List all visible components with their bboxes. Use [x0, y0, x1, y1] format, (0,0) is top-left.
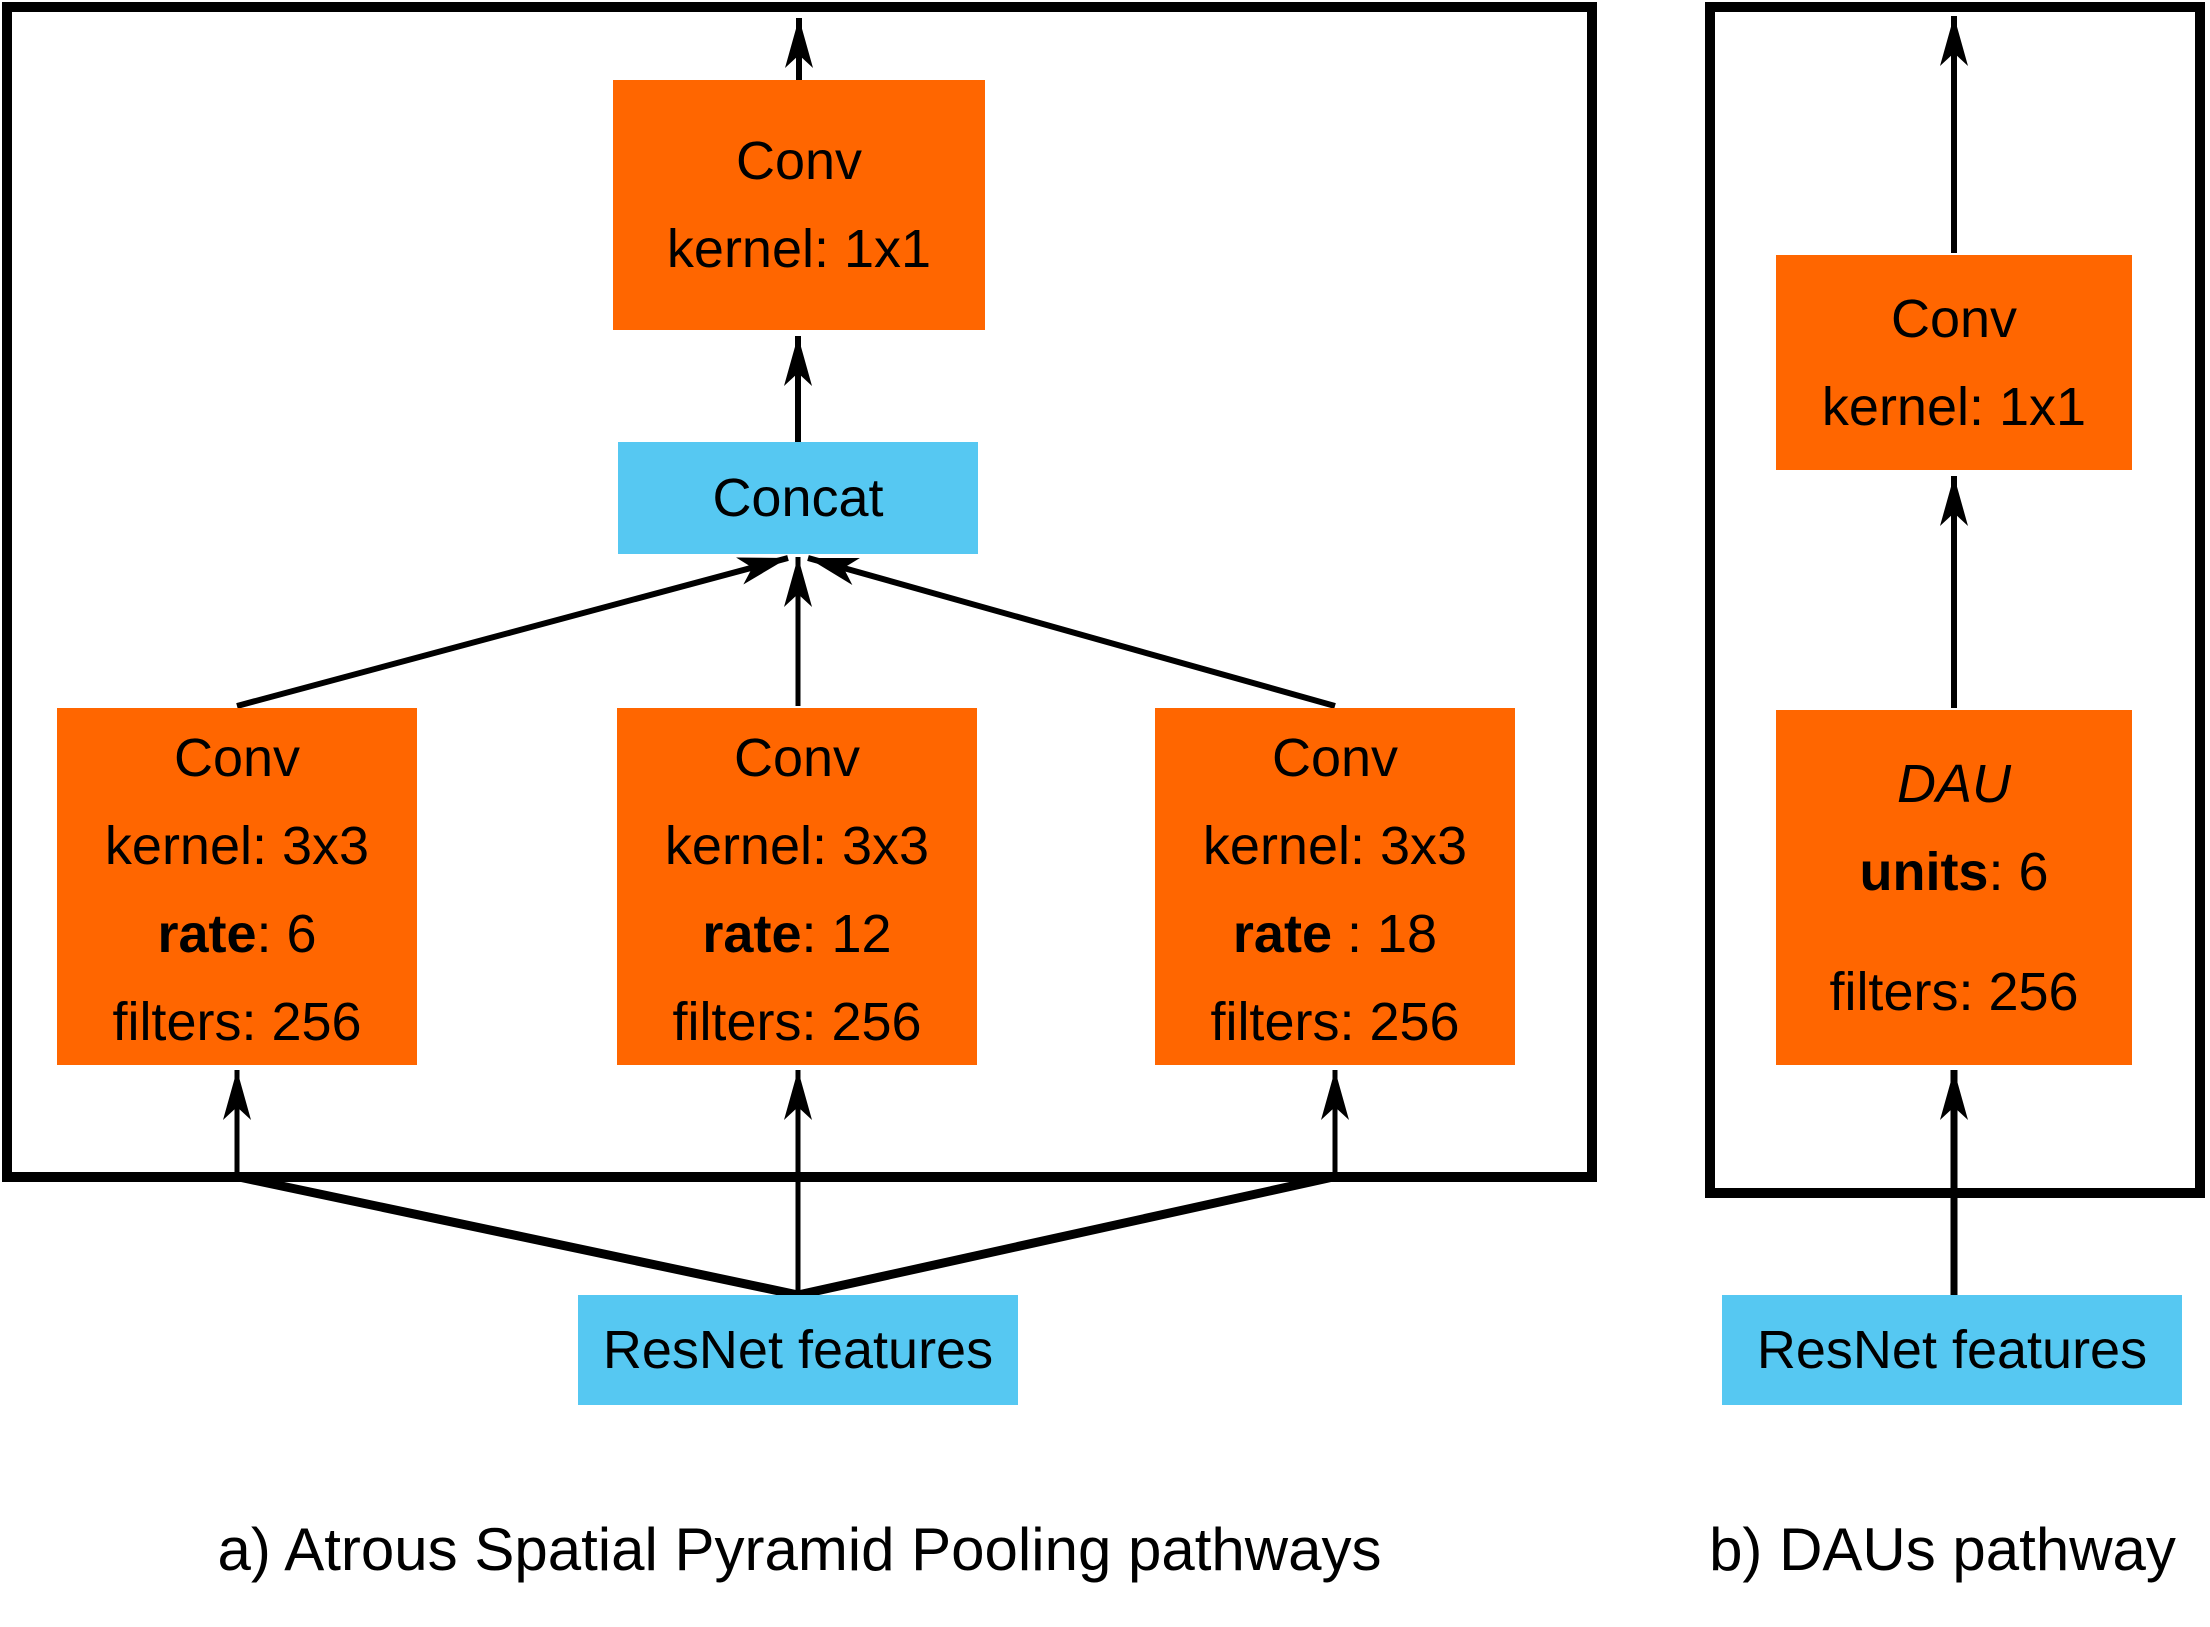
- caption-a: a) Atrous Spatial Pyramid Pooling pathwa…: [217, 1516, 1382, 1583]
- conv-title: Conv: [735, 131, 863, 191]
- dau-units: units: 6: [1859, 841, 2049, 902]
- dau-filters: filters: 256: [1829, 961, 2079, 1022]
- conv-title: Conv: [733, 728, 861, 788]
- conv-filters: filters: 256: [112, 992, 362, 1052]
- conv-rate: rate: 6: [157, 904, 317, 964]
- arrow-a-branch3-to-concat: [807, 555, 1336, 709]
- conv-filters: filters: 256: [1210, 992, 1460, 1052]
- fan-line-left: [238, 1172, 799, 1300]
- aspp-branch-rate18-box: Conv kernel: 3x3 rate : 18 filters: 256: [1155, 708, 1515, 1065]
- conv-filters: filters: 256: [672, 992, 922, 1052]
- conv-kernel: kernel: 3x3: [1202, 816, 1468, 876]
- aspp-container-box: [2, 2, 1597, 1182]
- aspp-resnet-features-box: ResNet features: [578, 1295, 1018, 1405]
- fan-line-right: [797, 1172, 1334, 1300]
- concat-box: Concat: [618, 442, 978, 554]
- dau-title: DAU: [1896, 753, 2011, 814]
- aspp-branch-rate6-box: Conv kernel: 3x3 rate: 6 filters: 256: [57, 708, 417, 1065]
- conv-title: Conv: [173, 728, 301, 788]
- resnet-features-label: ResNet features: [1756, 1320, 2148, 1380]
- conv-kernel: kernel: 1x1: [666, 219, 932, 279]
- dau-conv1x1-box: Conv kernel: 1x1: [1776, 255, 2132, 470]
- conv-kernel: kernel: 3x3: [104, 816, 370, 876]
- dau-units-box: DAU units: 6 filters: 256: [1776, 710, 2132, 1065]
- conv-title: Conv: [1890, 288, 2018, 349]
- conv-rate: rate: 12: [702, 904, 892, 964]
- dau-container-box: [1705, 2, 2205, 1198]
- resnet-features-label: ResNet features: [602, 1320, 994, 1380]
- dau-resnet-features-box: ResNet features: [1722, 1295, 2182, 1405]
- caption-b: b) DAUs pathway: [1709, 1516, 2176, 1583]
- aspp-branch-rate12-box: Conv kernel: 3x3 rate: 12 filters: 256: [617, 708, 977, 1065]
- conv-title: Conv: [1271, 728, 1399, 788]
- conv-kernel: kernel: 3x3: [664, 816, 930, 876]
- conv-rate: rate : 18: [1232, 904, 1438, 964]
- aspp-conv1x1-box: Conv kernel: 1x1: [613, 80, 985, 330]
- conv-kernel: kernel: 1x1: [1821, 376, 2087, 437]
- concat-label: Concat: [712, 468, 884, 528]
- arrow-a-branch1-to-concat: [236, 555, 789, 709]
